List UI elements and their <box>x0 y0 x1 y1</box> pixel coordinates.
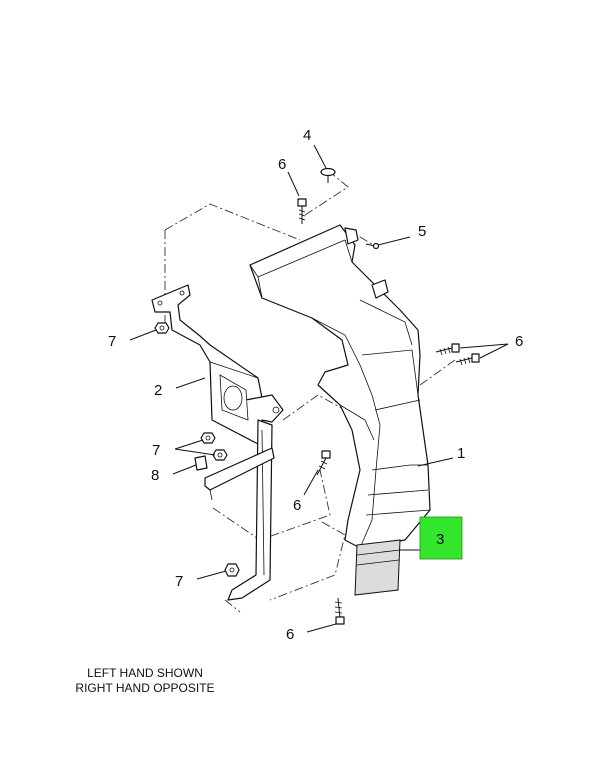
bolt-bottom-icon <box>334 597 345 625</box>
bolt-top-icon <box>297 198 307 224</box>
fasteners <box>154 167 480 625</box>
nut-upper-icon <box>154 322 170 334</box>
callout-2: 2 <box>154 382 162 399</box>
leader-lines <box>129 144 509 633</box>
callout-6-right: 6 <box>515 333 523 350</box>
main-duct-shield <box>249 224 431 549</box>
highlight-box[interactable] <box>419 516 463 560</box>
clip-fastener-icon <box>320 167 336 183</box>
callout-6-mid: 6 <box>293 497 301 514</box>
callout-3: 3 <box>436 531 444 548</box>
nut-mid-b-icon <box>212 449 228 461</box>
clip-8-icon <box>194 455 208 471</box>
callout-1: 1 <box>457 445 465 462</box>
mud-flap <box>354 539 401 596</box>
callout-6-bottom: 6 <box>286 626 294 643</box>
bolt-right-lower-icon <box>455 353 480 366</box>
note-line-2: RIGHT HAND OPPOSITE <box>75 681 215 695</box>
callout-labels: 4 6 5 6 7 2 1 7 8 6 7 6 <box>108 127 523 643</box>
bolt-right-upper-icon <box>435 343 460 356</box>
highlight-callout-3[interactable]: 3 <box>419 516 463 560</box>
callout-7-lower: 7 <box>175 573 183 590</box>
callout-4: 4 <box>303 127 311 144</box>
nut-lower-icon <box>224 563 240 577</box>
note-line-1: LEFT HAND SHOWN <box>87 666 203 680</box>
callout-7-mid: 7 <box>152 442 160 459</box>
nut-mid-a-icon <box>200 432 216 444</box>
callout-8: 8 <box>151 467 159 484</box>
screw-icon <box>365 242 380 250</box>
support-bracket <box>151 284 284 446</box>
assembly-dash-lines <box>164 171 456 613</box>
callout-7-upper: 7 <box>108 333 116 350</box>
callout-6-top: 6 <box>278 156 286 173</box>
bolt-mid-icon <box>316 450 331 476</box>
lower-strap <box>204 419 275 601</box>
callout-5: 5 <box>418 223 426 240</box>
